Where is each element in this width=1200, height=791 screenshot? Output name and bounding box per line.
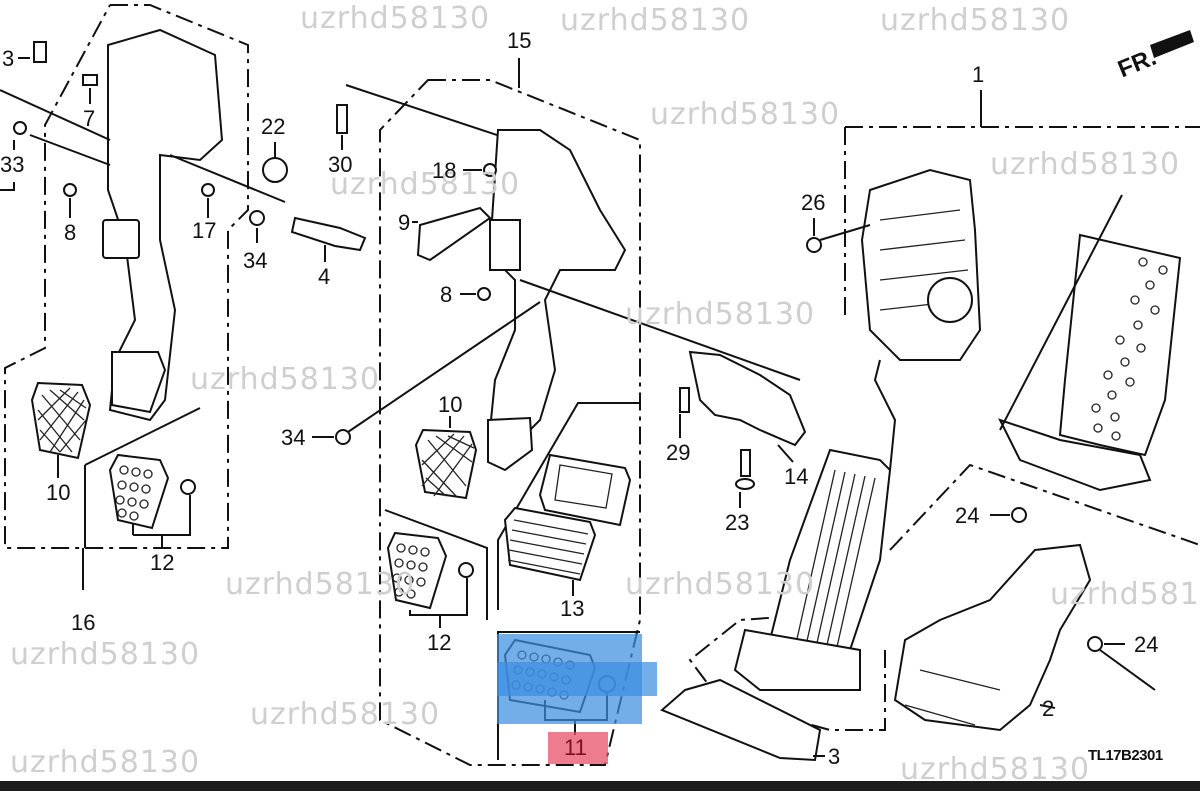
watermark: uzrhd58130: [225, 567, 416, 602]
callout-8-center[interactable]: 8: [440, 282, 453, 307]
callout-33[interactable]: 33: [0, 152, 25, 177]
pad-nut-left: [180, 479, 196, 495]
floor-mat-3: [660, 678, 822, 762]
nut-34-top: [249, 210, 265, 226]
watermark: uzrhd58130: [650, 97, 841, 132]
pedal-pad-13-top: [538, 453, 632, 527]
callout-29[interactable]: 29: [666, 440, 691, 465]
watermark: uzrhd58130: [300, 1, 491, 36]
pedal-pad-13: [503, 506, 597, 582]
watermark: uzrhd58130: [990, 147, 1181, 182]
sensor-gear: [927, 277, 973, 323]
bushing-8-left: [63, 183, 77, 197]
callout-3-top[interactable]: 3: [2, 46, 15, 71]
bolt-3-top: [33, 41, 47, 63]
nut-33: [13, 121, 27, 135]
bolt-29: [679, 387, 690, 413]
clutch-pedal-pad-base: [111, 351, 167, 414]
brake-pedal-pad-base: [487, 416, 534, 472]
switch-4: [290, 216, 367, 252]
callout-34-lower[interactable]: 34: [281, 425, 306, 450]
bottom-bar: [0, 781, 1200, 791]
callout-3[interactable]: 3: [828, 744, 841, 769]
accelerator-base-variant: [998, 418, 1152, 492]
callout-23[interactable]: 23: [725, 510, 750, 535]
callout-24-right[interactable]: 24: [1134, 632, 1159, 657]
watermark: uzrhd58130: [250, 697, 441, 732]
cap-22: [262, 157, 288, 183]
watermark: uzrhd58130: [10, 637, 201, 672]
leader-34-lower: [347, 301, 541, 433]
watermark: uzrhd58130: [625, 567, 816, 602]
bushing-8-center: [477, 287, 491, 301]
watermark: uzrhd58130: [625, 297, 816, 332]
bushing-17: [201, 183, 215, 197]
watermark: uzrhd58130: [880, 3, 1071, 38]
nut-26: [806, 237, 822, 253]
callout-14[interactable]: 14: [784, 464, 809, 489]
accelerator-pedal-variant: [1058, 233, 1182, 457]
callout-2[interactable]: 2: [1042, 696, 1055, 721]
pad-holes: [115, 465, 153, 521]
callout-18[interactable]: 18: [432, 158, 457, 183]
nut-34-lower: [335, 429, 351, 445]
bushing-18: [483, 163, 497, 177]
pedal-pad-10-center: [414, 428, 478, 500]
bracket-2: [893, 543, 1092, 732]
callout-11[interactable]: 11: [564, 735, 587, 760]
part-11-label-highlight: [548, 732, 608, 764]
callout-9[interactable]: 9: [398, 210, 411, 235]
callout-13[interactable]: 13: [560, 596, 585, 621]
accelerator-sensor-module: [860, 168, 982, 361]
watermark: uzrhd58130: [900, 752, 1091, 787]
clip-7: [82, 74, 98, 86]
nut-24-right: [1087, 636, 1103, 652]
callout-26[interactable]: 26: [801, 190, 826, 215]
callout-17[interactable]: 17: [192, 218, 217, 243]
part-11-selection-highlight-stroke: [497, 662, 657, 696]
screw-23: [740, 449, 751, 477]
bolt-30: [336, 104, 348, 134]
clutch-pedal-plate: [102, 219, 140, 259]
callout-15[interactable]: 15: [507, 28, 532, 53]
diagram-code: TL17B2301: [1088, 747, 1163, 764]
brake-pedal-bracket: [488, 129, 627, 442]
pedal-pad-12-left: [108, 453, 170, 530]
brake-bracket-lower: [489, 219, 521, 271]
callout-8-left[interactable]: 8: [64, 220, 77, 245]
pad-subgroup-line: [84, 407, 201, 548]
callout-30[interactable]: 30: [328, 152, 353, 177]
callout-16[interactable]: 16: [71, 610, 96, 635]
accelerator-base: [733, 628, 861, 691]
callout-12-center[interactable]: 12: [427, 630, 452, 655]
callout-24-top[interactable]: 24: [955, 503, 980, 528]
callout-22[interactable]: 22: [261, 114, 286, 139]
return-spring-9: [416, 206, 492, 262]
assembly-16-boundary: [4, 4, 249, 549]
callout-10-center[interactable]: 10: [438, 392, 463, 417]
pad-nut-center: [458, 562, 474, 578]
callout-34-top[interactable]: 34: [243, 248, 268, 273]
callout-10-left[interactable]: 10: [46, 480, 71, 505]
watermark: uzrhd58130: [560, 3, 751, 38]
front-arrow-icon: [1150, 30, 1194, 58]
clutch-pedal-bracket: [107, 28, 224, 422]
pedal-pad-10-left: [30, 381, 92, 460]
watermark: uzrhd58130: [330, 167, 521, 202]
callout-1[interactable]: 1: [972, 62, 985, 87]
watermark: uzrhd58130: [1050, 577, 1200, 612]
bracket-14: [688, 350, 807, 447]
callout-12-left[interactable]: 12: [150, 550, 175, 575]
nut-24-top: [1011, 507, 1027, 523]
watermark: uzrhd58130: [190, 362, 381, 397]
callout-4[interactable]: 4: [318, 264, 331, 289]
callout-7[interactable]: 7: [83, 106, 96, 131]
watermark: uzrhd58130: [10, 745, 201, 780]
assembly-15-boundary: [379, 79, 641, 766]
